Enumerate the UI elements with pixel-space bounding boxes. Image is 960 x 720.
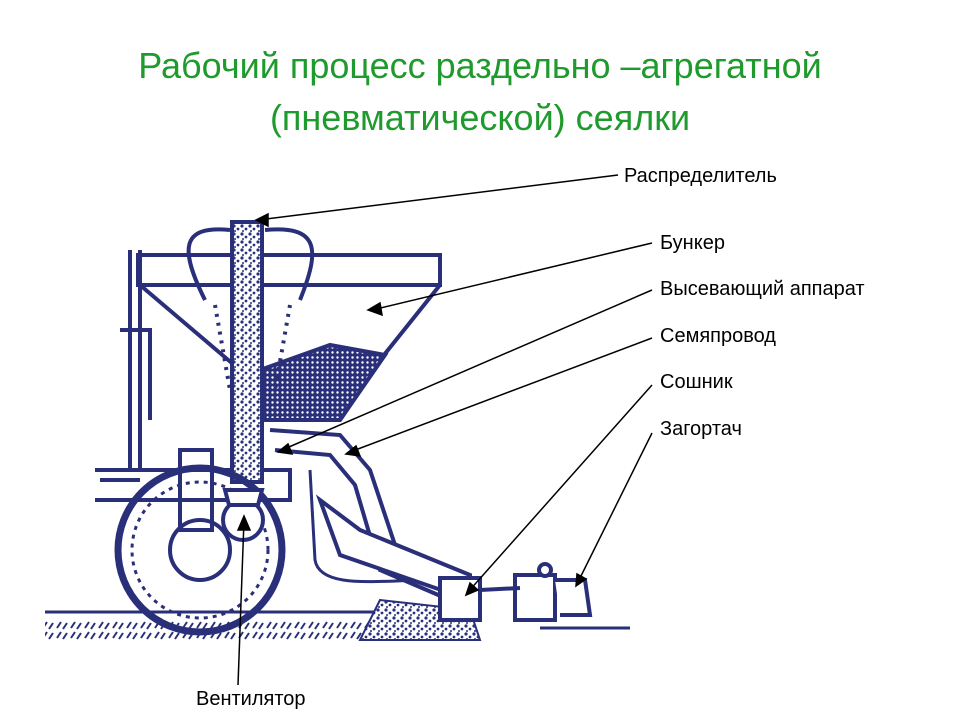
label-closer: Загортач [660, 418, 742, 440]
label-coulter: Сошник [660, 371, 733, 393]
label-hopper: Бункер [660, 232, 725, 254]
ground [45, 598, 630, 641]
title-line-2: (пневматической) сеялки [269, 97, 691, 138]
title-line-1: Рабочий процесс раздельно –агрегатной [138, 45, 822, 86]
distributor [186, 220, 315, 484]
hopper [136, 253, 442, 440]
label-distributor: Распределитель [624, 165, 777, 187]
wheel [114, 448, 286, 636]
label-seed-tube: Семяпровод [660, 325, 776, 347]
label-metering-unit: Высевающий аппарат [660, 278, 865, 300]
slide-title: Рабочий процесс раздельно –агрегатной (п… [0, 40, 960, 144]
coulter-assembly [315, 494, 593, 622]
leader-lines [236, 174, 653, 686]
label-fan: Вентилятор [196, 688, 306, 710]
